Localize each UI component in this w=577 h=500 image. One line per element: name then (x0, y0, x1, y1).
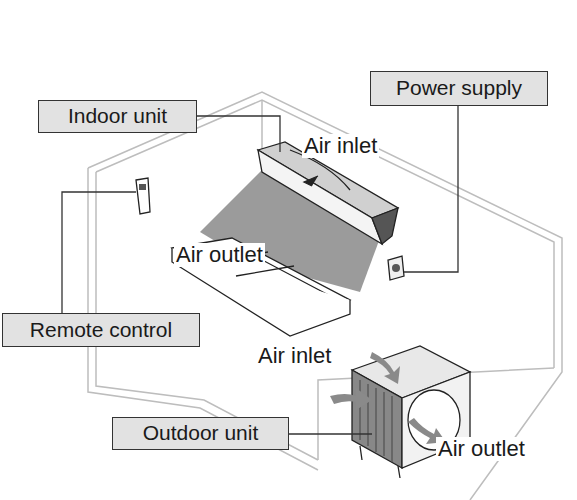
label-box: Indoor unit (38, 100, 197, 133)
box-text: Outdoor unit (113, 421, 288, 444)
room-outline (88, 92, 562, 500)
leader-line (62, 106, 458, 434)
remote-control-drawing (136, 178, 150, 214)
air-label: Air outlet (436, 437, 527, 461)
air-label: Air inlet (256, 344, 333, 368)
label-box: Power supply (370, 71, 548, 106)
label-box: Outdoor unit (112, 417, 289, 450)
power-socket-drawing (388, 256, 404, 280)
air-label: Air outlet (174, 243, 265, 267)
label-box: Remote control (2, 313, 200, 347)
box-text: Remote control (3, 318, 199, 341)
airflow-arrow (330, 352, 446, 444)
box-text: Power supply (371, 76, 547, 99)
air-label: Air inlet (302, 134, 379, 158)
box-text: Indoor unit (39, 104, 196, 127)
